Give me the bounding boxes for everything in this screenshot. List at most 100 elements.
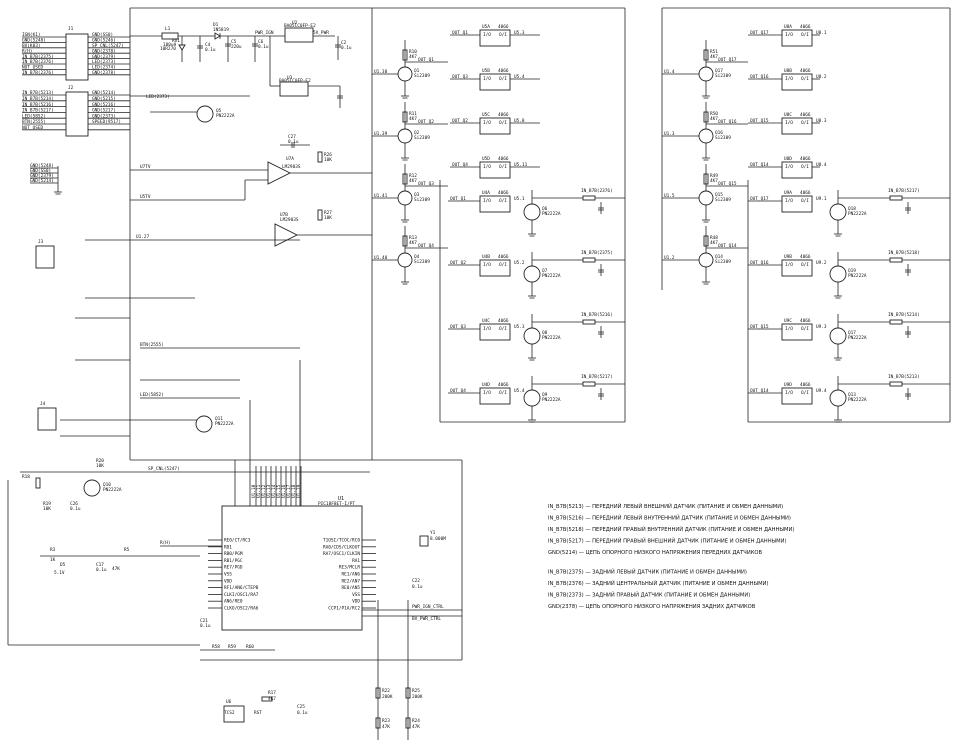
net-label: U8.3: [816, 118, 827, 124]
mcu-top-label: U1.10: [251, 484, 257, 498]
mcu-pin-name: CCP1/P1A/RC2: [328, 606, 360, 612]
net-label: OUT_Q4: [450, 388, 466, 394]
transistor-body: [829, 203, 847, 221]
svg-text:0.1u: 0.1u: [288, 139, 299, 145]
pin-net-left: R(H): [22, 48, 33, 54]
mosfet-part: Si2309: [715, 197, 731, 203]
switch-block: [781, 117, 813, 135]
switch-ref: U5A: [482, 24, 490, 30]
gnd-bus-label: GND(5214): [30, 178, 54, 184]
input-networks: LED(2373) Q5 PN2222A U1.27 BTN(2555) LED…: [20, 94, 370, 512]
net-label: OUT_Q4: [418, 243, 434, 249]
pin-net-right: LED(2374): [92, 65, 116, 71]
net-label: U5.2: [514, 260, 525, 266]
switch-part: 4066: [800, 318, 811, 324]
switch-pin: I/O: [483, 262, 491, 268]
transistor-part: PN2222A: [542, 335, 561, 341]
mosfet-ref: Q15: [715, 192, 723, 198]
gnd-bus-label: GND(5248): [30, 163, 54, 169]
net-label: OUT_Q1: [418, 57, 434, 63]
svg-text:D1: D1: [213, 22, 219, 28]
sensor-net-label: IN_B7B(2375): [581, 250, 613, 256]
mcu-pin-name: RE3/MCLR: [339, 565, 361, 571]
net-label: OUT_Q4: [452, 162, 468, 168]
net-label: U9.3: [816, 324, 827, 330]
switch-pin: O/I: [499, 120, 507, 126]
net-label: U9.4: [816, 388, 827, 394]
svg-text:U1: U1: [338, 496, 344, 502]
pin-net-right: GND(5215): [92, 96, 116, 102]
svg-text:C21: C21: [200, 618, 208, 624]
sensor-net-label: IN_B7B(5214): [888, 312, 920, 318]
mcu-pin-name: RE2/AN7: [341, 578, 360, 584]
switch-block: [781, 73, 813, 91]
net-label: U1.2: [664, 255, 675, 261]
mcu-top-label: U1.13: [266, 484, 272, 498]
switch-part: 4066: [498, 382, 509, 388]
svg-text:0.1u: 0.1u: [297, 710, 308, 716]
switch-pin: I/O: [483, 326, 491, 332]
net-label: U5.4: [514, 388, 525, 394]
net-label: OUT_Q17: [750, 196, 769, 202]
svg-text:0.1u: 0.1u: [412, 584, 423, 590]
resistor: [582, 195, 596, 201]
transistor-ref: Q17: [848, 330, 856, 336]
j2-ref: J2: [68, 85, 74, 91]
svg-text:R19: R19: [43, 501, 51, 507]
legend-line: IN_B7B(2375) — ЗАДНИЙ ЛЕВЫЙ ДАТЧИК (ПИТА…: [548, 569, 747, 576]
net-label: OUT_Q1: [450, 196, 466, 202]
svg-text:C22: C22: [412, 578, 420, 584]
switch-pin: O/I: [499, 76, 507, 82]
mosfet-ref: Q2: [414, 130, 420, 136]
mcu-u1: U1 PIC18F8ET-I/PT RE0/CT/RC3RD1RB0/PGMRB…: [160, 360, 462, 631]
sensor-net-label: IN_B7B(5217): [888, 188, 920, 194]
transistor-body: [523, 265, 541, 283]
svg-text:200K: 200K: [412, 694, 423, 700]
transistor-part: PN2222A: [542, 397, 561, 403]
net-label: U1.3: [664, 131, 675, 137]
switch-ref: U5B: [482, 68, 490, 74]
svg-text:47K: 47K: [412, 724, 420, 730]
mcu-top-label: U1.19: [296, 484, 302, 498]
switch-pin: O/I: [499, 32, 507, 38]
svg-text:10K: 10K: [43, 506, 51, 512]
mcu-top-label: U1.11: [256, 484, 262, 498]
mcu-pin-name: RB1/PGC: [224, 558, 243, 564]
switch-part: 4066: [800, 24, 811, 30]
svg-text:LM2903S: LM2903S: [282, 164, 301, 170]
svg-text:R59: R59: [228, 644, 236, 650]
mcu-pin-name: VDD: [352, 599, 360, 605]
pin-net-left: IGN(K1): [22, 32, 41, 38]
svg-text:TCS2: TCS2: [224, 710, 235, 716]
svg-text:100uH: 100uH: [163, 42, 177, 48]
mosfet-ref: Q4: [414, 254, 420, 260]
mosfet-body: [397, 66, 413, 82]
svg-text:10R270: 10R270: [160, 46, 176, 52]
resistor-ref: R10: [409, 49, 417, 55]
sensor-net-label: IN_B7B(5216): [581, 312, 613, 318]
switch-part: 4066: [498, 318, 509, 324]
svg-text:0.1u: 0.1u: [96, 567, 107, 573]
mcu-pin-name: RE0/CT/RC3: [224, 538, 251, 544]
sensor-net-label: IN_B7B(5218): [888, 250, 920, 256]
switch-block: [781, 323, 813, 341]
svg-text:PWR_IGN_CTRL: PWR_IGN_CTRL: [412, 604, 444, 610]
pin-net-right: GND(2373): [92, 113, 116, 119]
svg-text:200K: 200K: [382, 694, 393, 700]
mcu-pin-name: VDD: [224, 578, 232, 584]
pin-net-left: IN_B7B(5216): [22, 102, 54, 108]
net-label: U8.4: [816, 162, 827, 168]
switch-block: [479, 259, 511, 277]
mcu-top-label: U1.17: [286, 484, 292, 498]
resistor-ref: R49: [710, 173, 718, 179]
mcu-pin-name: RA0/CDS/CLKOUT: [323, 544, 360, 550]
transistor-body: [523, 389, 541, 407]
mcu-top-label: U1.18: [291, 484, 297, 498]
transistor-body: [523, 203, 541, 221]
mcu-pin-name: RA7/OSC1/CLKIN: [323, 551, 360, 557]
transistor-body: [829, 265, 847, 283]
pin-net-left: IN_B7B(5217): [22, 108, 54, 114]
